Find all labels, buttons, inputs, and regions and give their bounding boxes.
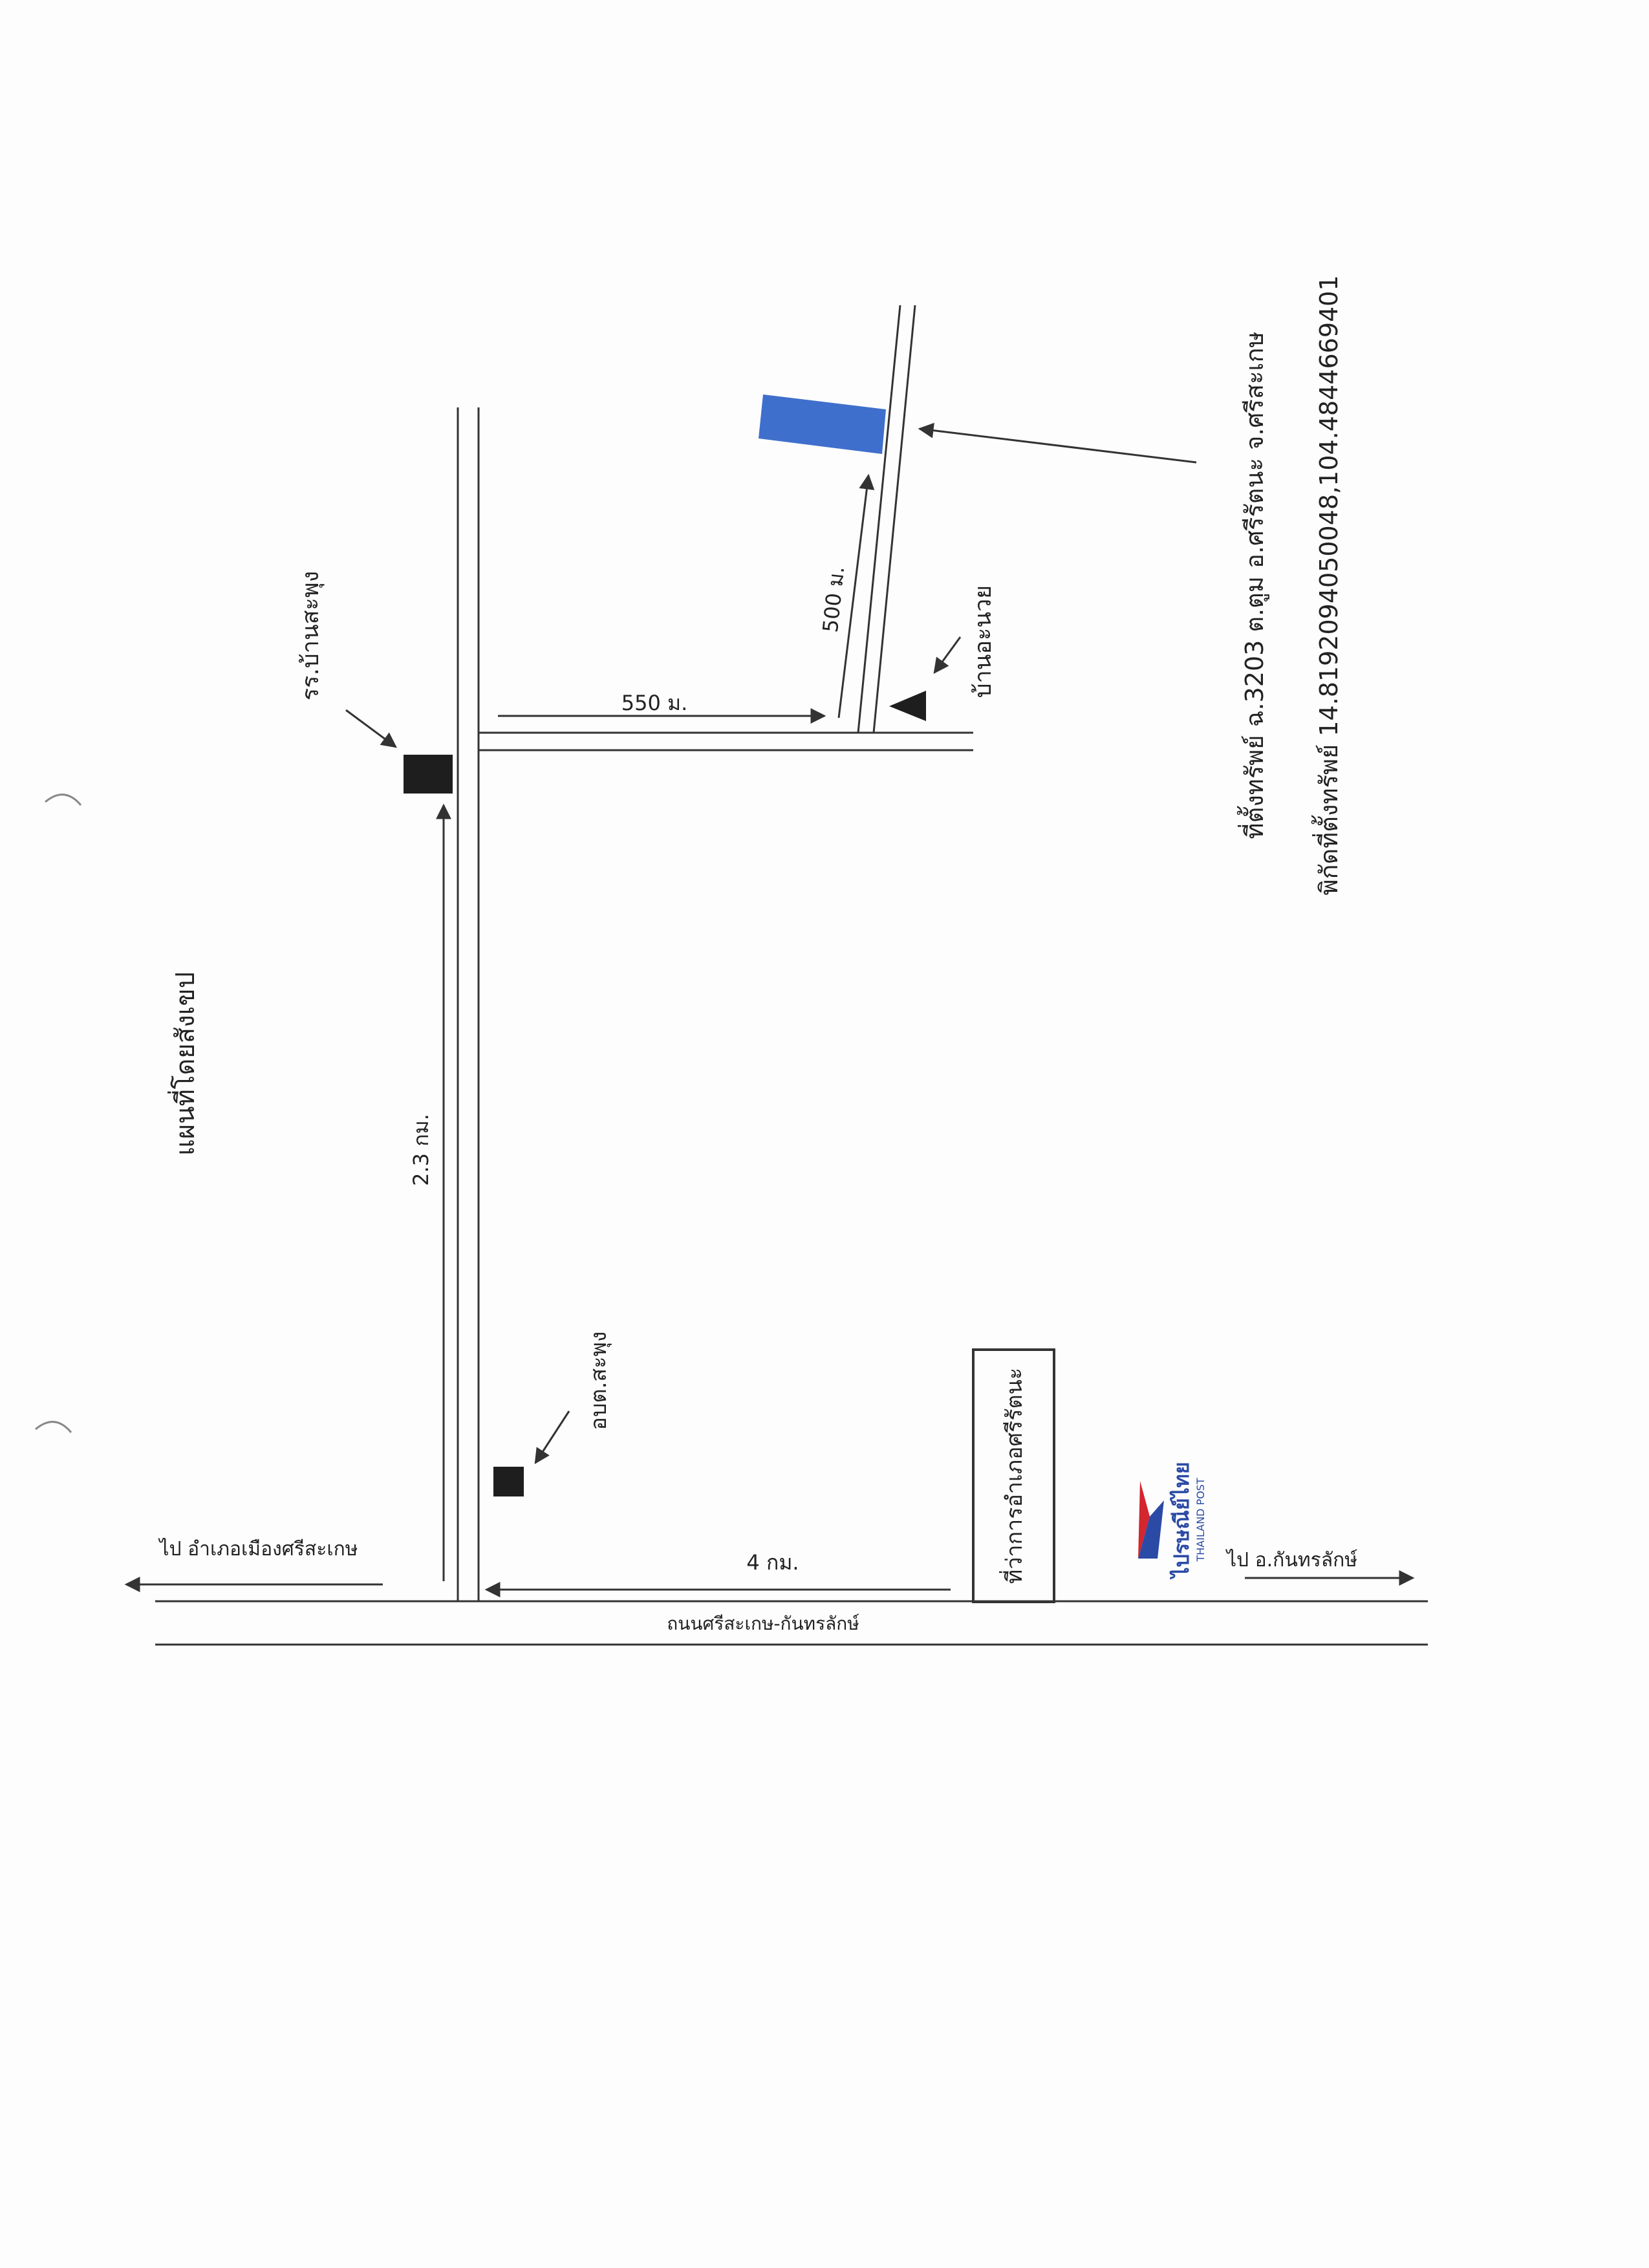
punch-hole-top bbox=[45, 794, 82, 806]
village-road-left-edge bbox=[857, 305, 901, 733]
distance-4km-label: 4 กม. bbox=[746, 1550, 799, 1575]
property-coordinates: พิกัดที่ตั้งทรัพย์ 14.8192094050048,104.… bbox=[1311, 275, 1343, 895]
pointer-parcel bbox=[918, 422, 1197, 464]
map-title: แผนที่โดยสังเขป bbox=[167, 972, 200, 1156]
property-parcel bbox=[759, 394, 886, 454]
thailand-post-logo: ไปรษณีย์ไทย THAILAND POST bbox=[1138, 1462, 1207, 1580]
arrow-500m bbox=[837, 473, 875, 718]
distance-500m-label: 500 ม. bbox=[818, 565, 850, 634]
distance-550m-label: 550 ม. bbox=[621, 691, 688, 715]
pointer-village bbox=[933, 636, 962, 674]
village-road-right-edge bbox=[872, 305, 916, 733]
district-office-label: ที่ว่าการอำเภอศรีรัตนะ bbox=[999, 1368, 1028, 1584]
school-label: รร.บ้านสะพุง bbox=[297, 571, 325, 700]
sao-marker bbox=[493, 1467, 524, 1496]
post-logo-thai: ไปรษณีย์ไทย bbox=[1169, 1462, 1194, 1579]
punch-hole-bottom bbox=[35, 1421, 72, 1433]
district-office-box bbox=[972, 1348, 1055, 1603]
pointer-sao bbox=[534, 1410, 570, 1465]
to-mueang-label: ไป อำเภอเมืองศรีสะเกษ bbox=[158, 1537, 358, 1561]
distance-2-3km-label: 2.3 กม. bbox=[409, 1114, 433, 1186]
pointer-school bbox=[345, 709, 397, 748]
school-marker bbox=[404, 755, 453, 794]
to-kantharalak-label: ไป อ.กันทรลักษ์ bbox=[1225, 1548, 1357, 1571]
post-logo-english: THAILAND POST bbox=[1194, 1478, 1207, 1562]
village-label: บ้านอะนวย bbox=[970, 585, 997, 698]
property-address: ที่ตั้งทรัพย์ ฉ.3203 ต.ตูม อ.ศรีรัตนะ จ.… bbox=[1236, 332, 1269, 839]
village-marker bbox=[889, 691, 926, 721]
main-road-label: ถนนศรีสะเกษ-กันทรลักษ์ bbox=[667, 1613, 859, 1634]
sao-label: อบต.สะพุง bbox=[586, 1332, 612, 1431]
